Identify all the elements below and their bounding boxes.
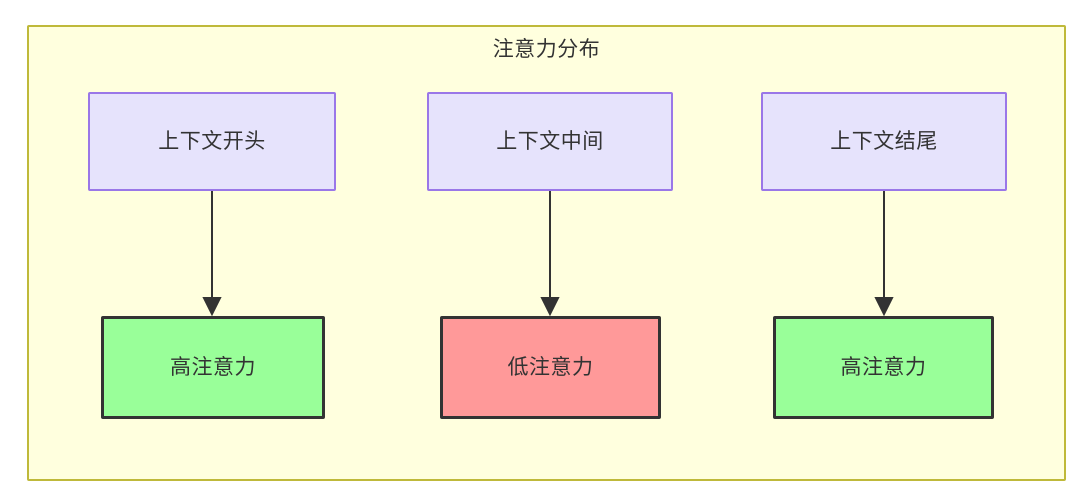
node-context-end-label: 上下文结尾 — [830, 130, 938, 153]
node-context-start[interactable]: 上下文开头 — [88, 92, 336, 191]
node-attention-end-label: 高注意力 — [840, 356, 927, 379]
node-attention-start[interactable]: 高注意力 — [101, 316, 325, 419]
node-context-middle-label: 上下文中间 — [496, 130, 604, 153]
subgraph-title: 注意力分布 — [492, 38, 601, 61]
node-attention-middle[interactable]: 低注意力 — [440, 316, 661, 419]
node-attention-start-label: 高注意力 — [170, 356, 256, 379]
node-attention-middle-label: 低注意力 — [507, 356, 594, 379]
node-context-start-label: 上下文开头 — [158, 130, 266, 153]
node-context-middle[interactable]: 上下文中间 — [427, 92, 673, 191]
node-attention-end[interactable]: 高注意力 — [773, 316, 994, 419]
node-context-end[interactable]: 上下文结尾 — [761, 92, 1007, 191]
